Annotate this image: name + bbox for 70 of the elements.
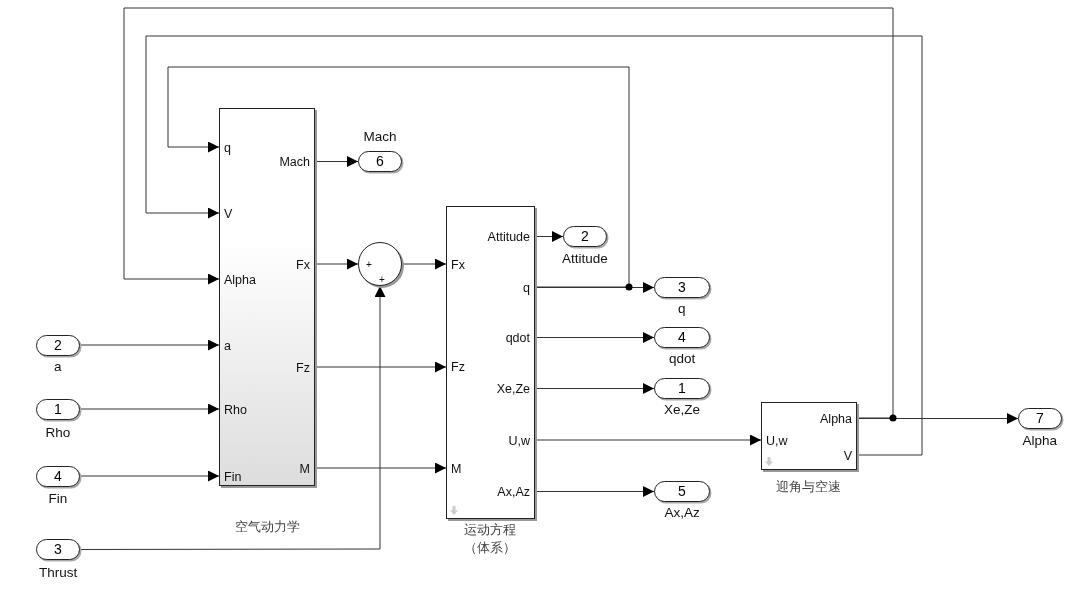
block-name: 运动方程（体系） — [463, 521, 517, 557]
outport-block: 5 — [654, 481, 710, 502]
signal-line — [314, 156, 359, 167]
signal-line — [401, 258, 447, 270]
signal-line — [145, 35, 923, 456]
port-name: qdot — [669, 350, 696, 367]
outport-block: 7 — [1018, 408, 1062, 429]
port-label: Alpha — [820, 411, 852, 427]
port-label: V — [843, 448, 852, 464]
signal-line — [79, 339, 220, 351]
inport-block: 1 — [36, 399, 80, 420]
port-name: a — [54, 358, 62, 375]
port-label: U,w — [766, 433, 788, 449]
port-label: q — [523, 280, 530, 296]
signal-line — [534, 434, 762, 446]
port-label: Xe,Ze — [496, 381, 530, 397]
port-label: qdot — [505, 330, 530, 346]
port-name: Thrust — [39, 564, 78, 581]
port-name: Fin — [48, 490, 68, 507]
port-label: M — [299, 461, 310, 477]
outport-block: 6 — [358, 151, 402, 172]
outport-block: 2 — [563, 226, 607, 247]
port-label: a — [224, 338, 231, 354]
port-label: Fx — [296, 257, 310, 273]
signal-line — [534, 332, 655, 343]
port-label: Fz — [296, 360, 310, 376]
port-label: Rho — [224, 402, 247, 418]
port-label: Fz — [451, 359, 465, 375]
sign-label: + — [366, 260, 372, 270]
port-label: Fx — [451, 257, 465, 273]
port-name: Rho — [45, 424, 71, 441]
port-name: q — [678, 300, 686, 317]
signal-line — [123, 7, 894, 419]
signal-line — [534, 486, 655, 497]
port-label: U,w — [508, 433, 530, 449]
port-label: Attitude — [487, 229, 530, 245]
subsystem-block — [219, 108, 315, 486]
inport-block: 2 — [36, 335, 80, 356]
port-label: Fin — [224, 469, 242, 485]
inport-block: 3 — [36, 539, 80, 560]
port-label: Mach — [279, 154, 310, 170]
signal-line — [79, 403, 220, 415]
port-name: Alpha — [1022, 432, 1058, 449]
sum-block — [358, 242, 402, 286]
signal-line — [79, 285, 386, 550]
port-name: Attitude — [562, 250, 608, 267]
signal-line — [79, 470, 220, 482]
port-label: Ax,Az — [497, 484, 530, 500]
outport-block: 1 — [654, 378, 710, 399]
port-label: M — [451, 461, 462, 477]
signal-line — [534, 383, 655, 394]
block-name: 迎角与空速 — [775, 478, 841, 496]
signal-line — [314, 361, 447, 373]
signal-line — [167, 66, 630, 288]
port-name: Mach — [363, 128, 397, 145]
inport-block: 4 — [36, 466, 80, 487]
signal-line — [314, 258, 359, 270]
outport-block: 4 — [654, 327, 710, 348]
outport-block: 3 — [654, 277, 710, 298]
block-name: 空气动力学 — [234, 518, 300, 536]
subsystem-block — [761, 402, 857, 470]
port-name: Ax,Az — [664, 504, 700, 521]
signal-line — [314, 462, 447, 474]
signal-line — [534, 231, 564, 242]
port-label: Alpha — [224, 272, 256, 288]
subsystem-block — [446, 206, 535, 519]
port-label: V — [224, 206, 233, 222]
port-label: q — [224, 140, 231, 156]
sign-label: + — [379, 275, 385, 285]
port-name: Xe,Ze — [664, 401, 701, 418]
